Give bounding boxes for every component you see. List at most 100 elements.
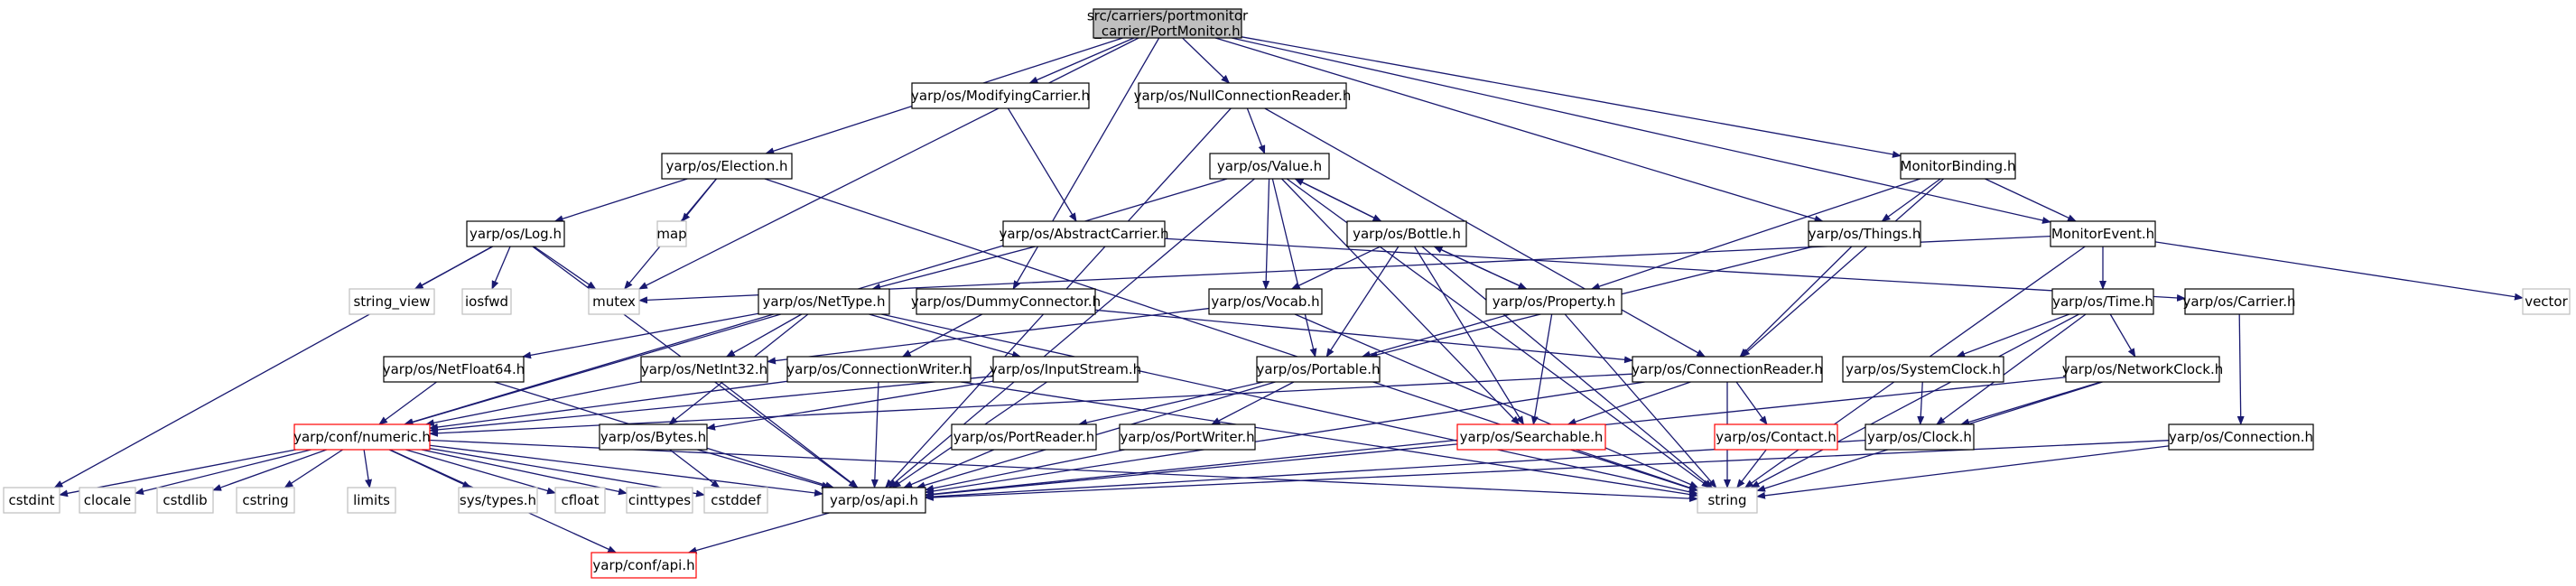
node-label: limits [353,492,390,508]
edge-nullconn-to-value [1246,107,1266,154]
node-clock[interactable]: yarp/os/Clock.h [1865,423,1975,451]
node-dummyconn[interactable]: yarp/os/DummyConnector.h [911,288,1101,315]
node-api[interactable]: yarp/os/api.h [822,487,926,514]
node-string_view: string_view [349,288,435,315]
edge-bottle-to-value [1294,178,1381,222]
node-cstdlib: cstdlib [156,487,214,514]
node-sysclock[interactable]: yarp/os/SystemClock.h [1842,356,2004,383]
node-portreader[interactable]: yarp/os/PortReader.h [951,423,1097,451]
node-box [1138,82,1347,109]
node-vocab[interactable]: yarp/os/Vocab.h [1208,288,1323,315]
node-box [156,487,214,514]
edge-log-to-cstdint [53,246,493,488]
node-carrier[interactable]: yarp/os/Carrier.h [2182,288,2296,315]
node-mutex: mutex [588,288,640,315]
node-box [458,487,538,514]
edge-log-to-mutex [533,246,597,290]
node-contact[interactable]: yarp/os/Contact.h [1714,423,1838,451]
edge-election-to-log [553,178,688,223]
node-box [2522,288,2571,315]
node-box [591,552,697,579]
edge-sysclock-to-clock [1917,381,1925,425]
node-connection[interactable]: yarp/os/Connection.h [2168,423,2314,451]
node-label: yarp/os/Carrier.h [2182,293,2295,310]
node-nullconn[interactable]: yarp/os/NullConnectionReader.h [1134,82,1352,109]
node-bottle[interactable]: yarp/os/Bottle.h [1346,220,1467,247]
node-label: yarp/os/PortReader.h [953,429,1095,445]
node-portwriter[interactable]: yarp/os/PortWriter.h [1119,423,1256,451]
node-box [383,356,525,383]
node-log[interactable]: yarp/os/Log.h [466,220,565,247]
node-label: _carrier/PortMonitor.h [1093,23,1240,41]
edge-connreader-to-api [925,381,1645,495]
edge-things-to-connreader [1739,246,1853,358]
node-connreader[interactable]: yarp/os/ConnectionReader.h [1632,356,1823,383]
edge-inputstream-to-numeric [429,376,994,433]
node-netfloat64[interactable]: yarp/os/NetFloat64.h [383,356,525,383]
node-label: yarp/os/NetworkClock.h [2062,361,2224,377]
edge-root-to-mutex [637,37,1139,290]
node-label: clocale [84,492,131,508]
node-box [992,356,1139,383]
node-label: sys/types.h [460,492,536,508]
edge-monevent-to-vector [2154,241,2524,301]
edge-property-to-searchable [1530,313,1553,425]
node-label: iosfwd [465,293,508,310]
node-box [1209,153,1330,180]
node-label: yarp/os/ConnectionReader.h [1632,361,1823,377]
node-map: map [656,220,687,247]
node-vector: vector [2522,288,2571,315]
node-connwriter[interactable]: yarp/os/ConnectionWriter.h [786,356,972,383]
node-label: yarp/os/Election.h [666,158,788,174]
node-systypes: sys/types.h [458,487,538,514]
node-nettype[interactable]: yarp/os/NetType.h [758,288,890,315]
node-bytes[interactable]: yarp/os/Bytes.h [599,423,708,451]
node-label: yarp/os/Portable.h [1257,361,1381,377]
node-box [758,288,890,315]
node-time[interactable]: yarp/os/Time.h [2051,288,2154,315]
edge-abscarrier-to-nettype [871,246,1036,291]
edge-modcarrier-to-abscarrier [1007,107,1077,222]
node-monevent[interactable]: MonitorEvent.h [2050,220,2156,247]
node-confapi[interactable]: yarp/conf/api.h [591,552,697,579]
node-box [1697,487,1758,514]
node-property[interactable]: yarp/os/Property.h [1485,288,1623,315]
edge-connwriter-to-api [870,381,879,488]
node-netint32[interactable]: yarp/os/NetInt32.h [640,356,768,383]
edge-time-to-string [1750,313,2079,488]
edge-portable-to-portreader [1077,381,1264,426]
edge-connreader-to-contact [1735,381,1768,425]
node-label: yarp/os/Connection.h [2169,429,2313,445]
node-box [1093,8,1242,39]
edge-nettype-to-inputstream [869,313,1022,358]
node-election[interactable]: yarp/os/Election.h [661,153,793,180]
node-searchable[interactable]: yarp/os/Searchable.h [1456,423,1606,451]
edge-connection-to-string [1756,445,2170,499]
node-value[interactable]: yarp/os/Value.h [1209,153,1330,180]
node-label: mutex [592,293,636,310]
node-things[interactable]: yarp/os/Things.h [1808,220,1921,247]
node-numeric[interactable]: yarp/conf/numeric.h [293,423,431,451]
node-inputstream[interactable]: yarp/os/InputStream.h [990,356,1141,383]
node-abscarrier[interactable]: yarp/os/AbstractCarrier.h [999,220,1169,247]
edge-root-to-dummyconn [1012,37,1160,290]
node-modcarrier[interactable]: yarp/os/ModifyingCarrier.h [911,82,1090,109]
node-box [599,423,708,451]
edge-connreader-to-numeric [429,373,1633,437]
edge-nullconn-to-connreader [1264,107,1706,358]
node-monbinding[interactable]: MonitorBinding.h [1900,153,2016,180]
edge-root-to-monbinding [1241,36,1902,158]
node-box [1002,220,1166,247]
edge-nettype-to-string [881,313,1698,496]
node-iosfwd: iosfwd [461,288,512,315]
edge-portable-to-portwriter [1211,381,1295,425]
node-portable[interactable]: yarp/os/Portable.h [1256,356,1381,383]
node-label: yarp/os/Searchable.h [1460,429,1604,445]
node-box [911,82,1090,109]
node-label: yarp/os/api.h [830,492,918,508]
node-cstddef: cstddef [703,487,768,514]
node-box [1485,288,1623,315]
node-netclock[interactable]: yarp/os/NetworkClock.h [2062,356,2224,383]
node-root[interactable]: src/carriers/portmonitor_carrier/PortMon… [1087,8,1249,41]
